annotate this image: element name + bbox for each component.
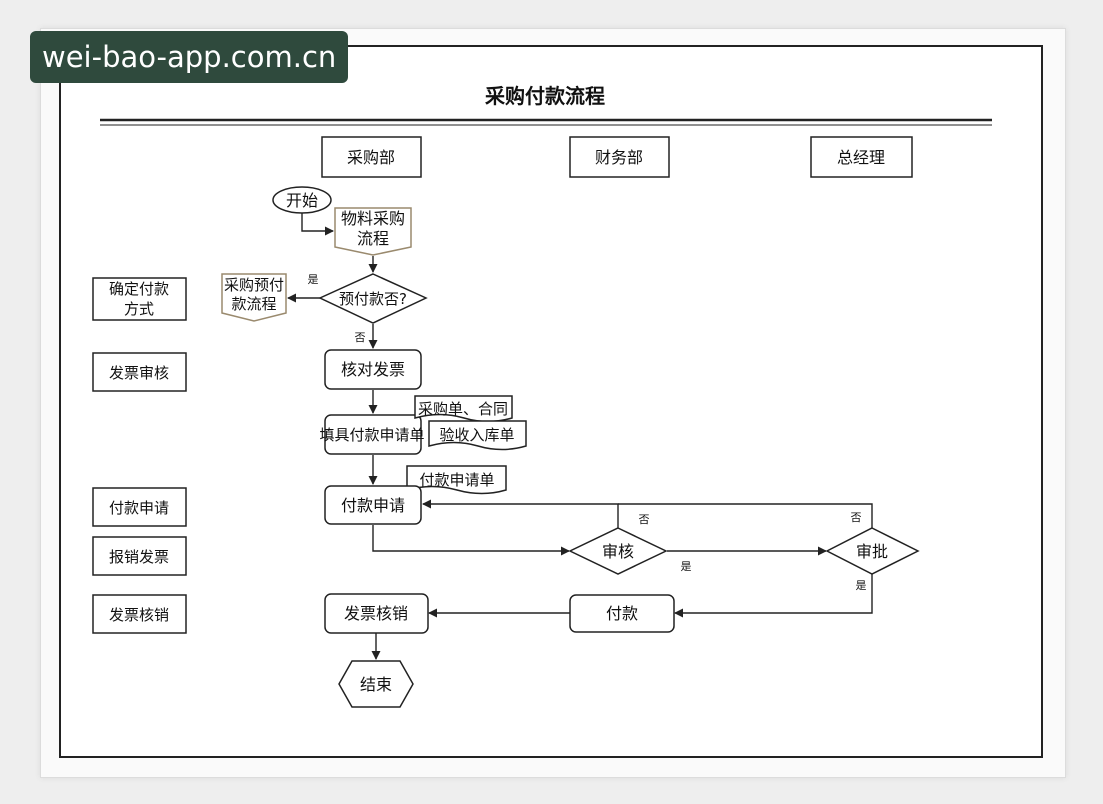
left-label-payment-request: 付款申请 — [92, 487, 187, 527]
left-label-confirm-payment: 确定付款 方式 — [92, 277, 187, 321]
connectors — [287, 212, 873, 660]
left-label-confirm-line1: 确定付款 — [109, 280, 169, 298]
watermark-badge: wei-bao-app.com.cn — [30, 31, 349, 83]
left-label-invoice-writeoff: 发票核销 — [92, 594, 187, 634]
edge-label-prepay-no: 否 — [355, 331, 366, 344]
node-writeoff: 发票核销 — [324, 593, 429, 634]
lane-label-finance: 财务部 — [595, 148, 643, 167]
left-label-reimburse-text: 报销发票 — [109, 548, 169, 566]
node-prepay-decision: 预付款否? — [318, 273, 428, 324]
node-payment-request: 付款申请 — [324, 485, 422, 525]
node-pay: 付款 — [569, 594, 675, 633]
doc-po-contract: 采购单、合同 — [414, 395, 513, 423]
edge-label-approve-yes: 是 — [856, 579, 867, 592]
doc-receipt-text: 验收入库单 — [439, 426, 514, 444]
left-label-reimburse-invoice: 报销发票 — [92, 536, 187, 576]
node-verify-invoice: 核对发票 — [324, 349, 422, 390]
node-material-line2: 流程 — [357, 229, 389, 248]
node-fill-request: 填具付款申请单 — [319, 414, 425, 455]
node-pay-text: 付款 — [606, 604, 638, 623]
left-label-confirm-line2: 方式 — [124, 300, 154, 318]
node-review: 审核 — [568, 527, 668, 575]
node-approve-text: 审批 — [856, 542, 888, 561]
node-end-text: 结束 — [360, 675, 392, 694]
edge-approve-pay — [674, 574, 873, 618]
left-label-writeoff-text: 发票核销 — [109, 606, 169, 624]
node-start: 开始 — [272, 186, 332, 214]
left-label-invoice-review-text: 发票审核 — [109, 364, 169, 382]
doc-request-form-text: 付款申请单 — [419, 471, 494, 489]
doc-po-contract-text: 采购单、合同 — [418, 400, 508, 418]
left-label-invoice-review: 发票审核 — [92, 352, 187, 392]
left-label-payment-request-text: 付款申请 — [109, 499, 169, 517]
edge-label-prepay-yes: 是 — [308, 273, 319, 286]
node-end: 结束 — [338, 660, 414, 708]
edge-start-material — [301, 212, 334, 236]
node-prepay-flow-line1: 采购预付 — [224, 276, 284, 294]
node-review-text: 审核 — [602, 542, 634, 561]
edge-label-review-yes: 是 — [681, 560, 692, 573]
node-fill-request-text: 填具付款申请单 — [319, 426, 424, 444]
edge-label-approve-no: 否 — [851, 511, 862, 524]
lane-label-gm: 总经理 — [837, 148, 885, 167]
edge-label-review-no: 否 — [639, 513, 650, 526]
node-writeoff-text: 发票核销 — [344, 604, 408, 623]
diagram-title: 采购付款流程 — [485, 84, 605, 108]
lane-header-finance: 财务部 — [569, 136, 670, 178]
node-prepay-decision-text: 预付款否? — [339, 290, 407, 308]
node-material-flow: 物料采购 流程 — [334, 207, 412, 256]
node-payment-request-text: 付款申请 — [341, 496, 405, 515]
node-prepay-flow-line2: 款流程 — [231, 295, 276, 313]
doc-receipt: 验收入库单 — [428, 420, 527, 451]
lane-label-purchase: 采购部 — [347, 148, 395, 167]
edge-request-review — [372, 525, 570, 556]
edge-approve-reject — [618, 503, 873, 528]
node-start-text: 开始 — [286, 191, 318, 210]
node-verify-text: 核对发票 — [341, 360, 405, 379]
node-prepay-flow: 采购预付 款流程 — [221, 273, 287, 322]
doc-request-form: 付款申请单 — [406, 465, 507, 495]
lane-header-purchase: 采购部 — [321, 136, 422, 178]
node-approve: 审批 — [825, 527, 920, 575]
node-material-line1: 物料采购 — [341, 209, 405, 228]
lane-header-gm: 总经理 — [810, 136, 913, 178]
